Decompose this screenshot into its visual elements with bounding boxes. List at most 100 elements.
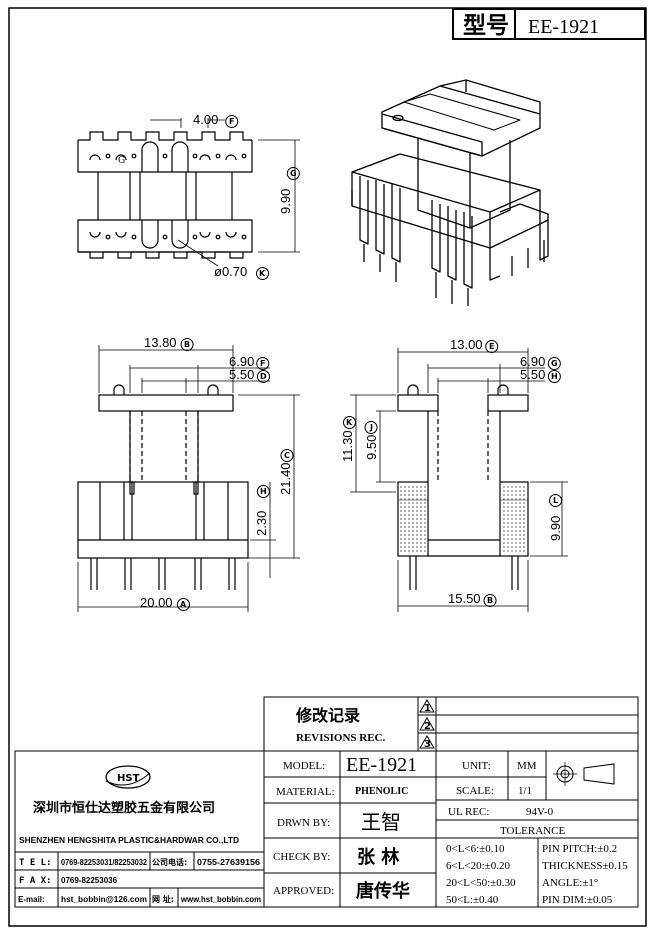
dim-21-40: 21.40	[278, 462, 293, 495]
dim-11-30: 11.30	[340, 430, 355, 462]
dim-0-70: ø0.70	[214, 264, 247, 279]
dim-15-50: 15.50	[448, 591, 481, 606]
fax-label: F A X:	[19, 876, 52, 886]
tol-line-4: 50<L:±0.40	[446, 894, 499, 906]
dim-9-90-top: 9.90	[278, 189, 293, 214]
revision-mark-3: 3	[424, 739, 431, 750]
marker-2-30: H	[260, 487, 267, 496]
marker-circle	[547, 357, 561, 370]
scale-value: 1/1	[518, 785, 532, 797]
marker-20-00: A	[180, 600, 187, 609]
marker-circle	[547, 370, 561, 383]
tel-value: 0769-82253031/82253032	[61, 858, 148, 867]
material-value: PHENOLIC	[355, 786, 408, 797]
marker-13-80: B	[184, 340, 190, 349]
title-model-code: EE-1921	[528, 16, 599, 38]
marker-6-90-left: F	[260, 359, 265, 368]
tol2-line-2: THICKNESS±0.15	[542, 860, 628, 872]
sheet-border	[8, 7, 647, 927]
tol-line-1: 0<L<6:±0.10	[446, 843, 505, 855]
email-value: hst_bobbin@126.com	[61, 895, 147, 904]
dim-4-00: 4.00	[193, 112, 218, 127]
ul-label: UL REC:	[448, 806, 489, 818]
drawn-value: 王智	[361, 810, 401, 834]
dim-5-50-left: 5.50	[229, 367, 254, 382]
marker-circle	[286, 167, 300, 180]
model-label: MODEL:	[283, 760, 325, 772]
company-block	[14, 750, 265, 908]
company-name-en: SHENZHEN HENGSHITA PLASTIC&HARDWAR CO.,L…	[19, 836, 239, 845]
approved-label: APPROVED:	[273, 885, 334, 897]
svg-text:G: G	[118, 156, 125, 166]
tol2-line-1: PIN PITCH:±0.2	[542, 843, 617, 855]
revision-marks: 1 2 3	[419, 699, 435, 750]
marker-circle	[225, 115, 239, 128]
top-view: G	[77, 118, 300, 267]
revisions-title-cn: 修改记录	[295, 706, 360, 725]
marker-9-50: J	[369, 423, 373, 432]
marker-circle	[549, 494, 563, 507]
marker-circle	[256, 357, 270, 370]
tol2-line-4: PIN DIM:±0.05	[542, 894, 613, 906]
scale-label: SCALE:	[456, 785, 494, 797]
marker-circle	[256, 485, 270, 498]
front-view	[77, 345, 300, 612]
dim-9-50: 9.50	[364, 435, 379, 460]
tol-line-2: 6<L<20:±0.20	[446, 860, 510, 872]
marker-circle	[343, 416, 356, 429]
marker-circle	[180, 338, 194, 351]
marker-circle	[483, 594, 497, 607]
phone2-value: 0755-27639156	[197, 858, 261, 867]
marker-circle	[364, 421, 378, 434]
side-view	[350, 348, 568, 612]
marker-circle	[177, 598, 190, 611]
isometric-view	[351, 79, 549, 306]
dim-13-80: 13.80	[144, 335, 177, 350]
marker-9-90-top: G	[290, 169, 297, 178]
approved-value: 唐传华	[356, 880, 410, 902]
hst-logo-icon	[105, 765, 151, 789]
dim-9-90-right: 9.90	[548, 516, 563, 541]
dim-13-00: 13.00	[450, 337, 483, 352]
unit-label: UNIT:	[462, 760, 491, 772]
title-box: 型号 EE-1921	[452, 8, 646, 40]
marker-9-90-right: L	[553, 496, 558, 505]
marker-5-50-right: H	[551, 372, 558, 381]
dim-20-00: 20.00	[140, 595, 173, 610]
marker-circle	[257, 370, 270, 383]
web-value: www.hst_bobbin.com	[180, 895, 261, 904]
drawn-label: DRWN BY:	[277, 817, 330, 829]
dim-6-90-right: 6.90	[520, 354, 545, 369]
dim-5-50-right: 5.50	[520, 367, 545, 382]
marker-21-40: C	[284, 451, 290, 460]
dim-6-90-left: 6.90	[229, 354, 254, 369]
ul-value: 94V-0	[526, 806, 554, 818]
web-label: 网 址:	[152, 894, 174, 904]
check-label: CHECK BY:	[273, 851, 330, 863]
revision-mark-2: 2	[424, 721, 431, 732]
marker-circle	[280, 449, 294, 462]
marker-4-00: F	[229, 117, 234, 126]
company-logo-text: HST	[117, 773, 140, 784]
tolerance-label: TOLERANCE	[500, 825, 565, 837]
company-name-cn: 深圳市恒仕达塑胶五金有限公司	[33, 800, 215, 816]
phone2-label: 公司电话:	[152, 857, 187, 867]
revisions-title-en: REVISIONS REC.	[296, 732, 385, 744]
spec-table	[263, 750, 639, 908]
marker-11-30: K	[346, 418, 353, 427]
tol2-line-3: ANGLE:±1°	[542, 877, 598, 889]
revision-mark-1: 1	[424, 703, 431, 714]
material-label: MATERIAL:	[276, 786, 335, 798]
marker-circle	[256, 267, 269, 280]
marker-0-70: K	[259, 269, 266, 278]
marker-circle	[485, 340, 499, 353]
title-type-label: 型号	[463, 13, 509, 39]
fax-value: 0769-82253036	[61, 876, 118, 885]
marker-6-90-right: G	[551, 359, 558, 368]
tel-label: T E L:	[19, 858, 52, 868]
email-label: E-mail:	[18, 895, 45, 904]
model-value: EE-1921	[346, 754, 417, 776]
check-value: 张 林	[357, 846, 399, 868]
marker-13-00: E	[489, 342, 494, 351]
